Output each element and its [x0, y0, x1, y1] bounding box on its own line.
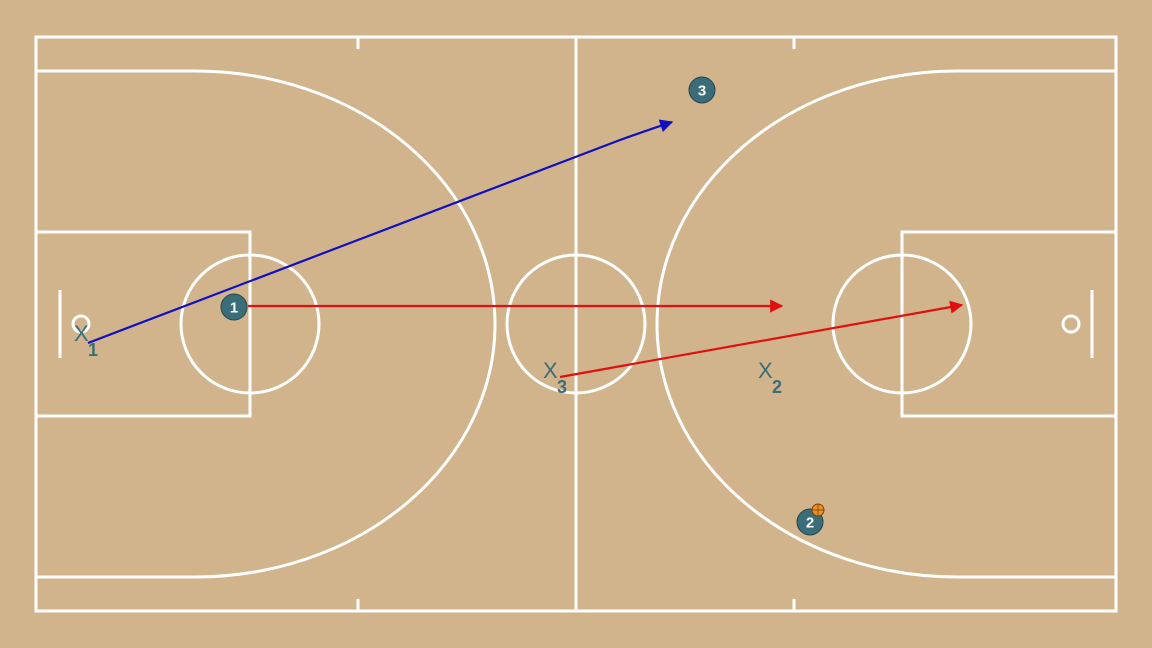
defense-players: X 1 X 3 X 2 — [74, 321, 782, 397]
player-2-label: 2 — [806, 515, 814, 532]
basket-right — [1061, 314, 1081, 334]
court-lines — [34, 35, 1118, 613]
offense-players: 1 3 2 — [220, 76, 825, 536]
free-throw-circle-right — [831, 253, 973, 395]
key-right — [900, 230, 1118, 418]
defender-x1[interactable]: X 1 — [74, 321, 98, 360]
player-1-label: 1 — [230, 300, 238, 317]
player-1[interactable]: 1 — [220, 293, 248, 321]
player-1-marker — [220, 293, 248, 321]
play-actions — [87, 119, 964, 379]
pass-arrow-x1-to-3 — [87, 119, 674, 345]
key-left — [34, 230, 252, 418]
defender-x1-number: 1 — [88, 340, 98, 360]
defender-x1-letter: X — [74, 321, 89, 346]
defender-x2-number: 2 — [772, 377, 782, 397]
center-circle — [505, 253, 647, 395]
defender-x2-letter: X — [758, 358, 773, 383]
basketball-icon — [811, 503, 825, 517]
defender-x3-number: 3 — [557, 377, 567, 397]
player-3-marker — [688, 76, 716, 104]
free-throw-circle-left — [179, 253, 321, 395]
defender-x2[interactable]: X 2 — [758, 358, 782, 397]
player-3-label: 3 — [698, 83, 706, 100]
three-point-line-left — [36, 69, 497, 579]
defender-x3-letter: X — [543, 358, 558, 383]
player-2[interactable]: 2 — [796, 503, 825, 536]
defender-x3[interactable]: X 3 — [543, 358, 567, 397]
cut-arrow-x3-to-basket — [559, 300, 964, 379]
three-point-line-right — [655, 69, 1116, 579]
basket-left — [71, 314, 91, 334]
player-3[interactable]: 3 — [688, 76, 716, 104]
